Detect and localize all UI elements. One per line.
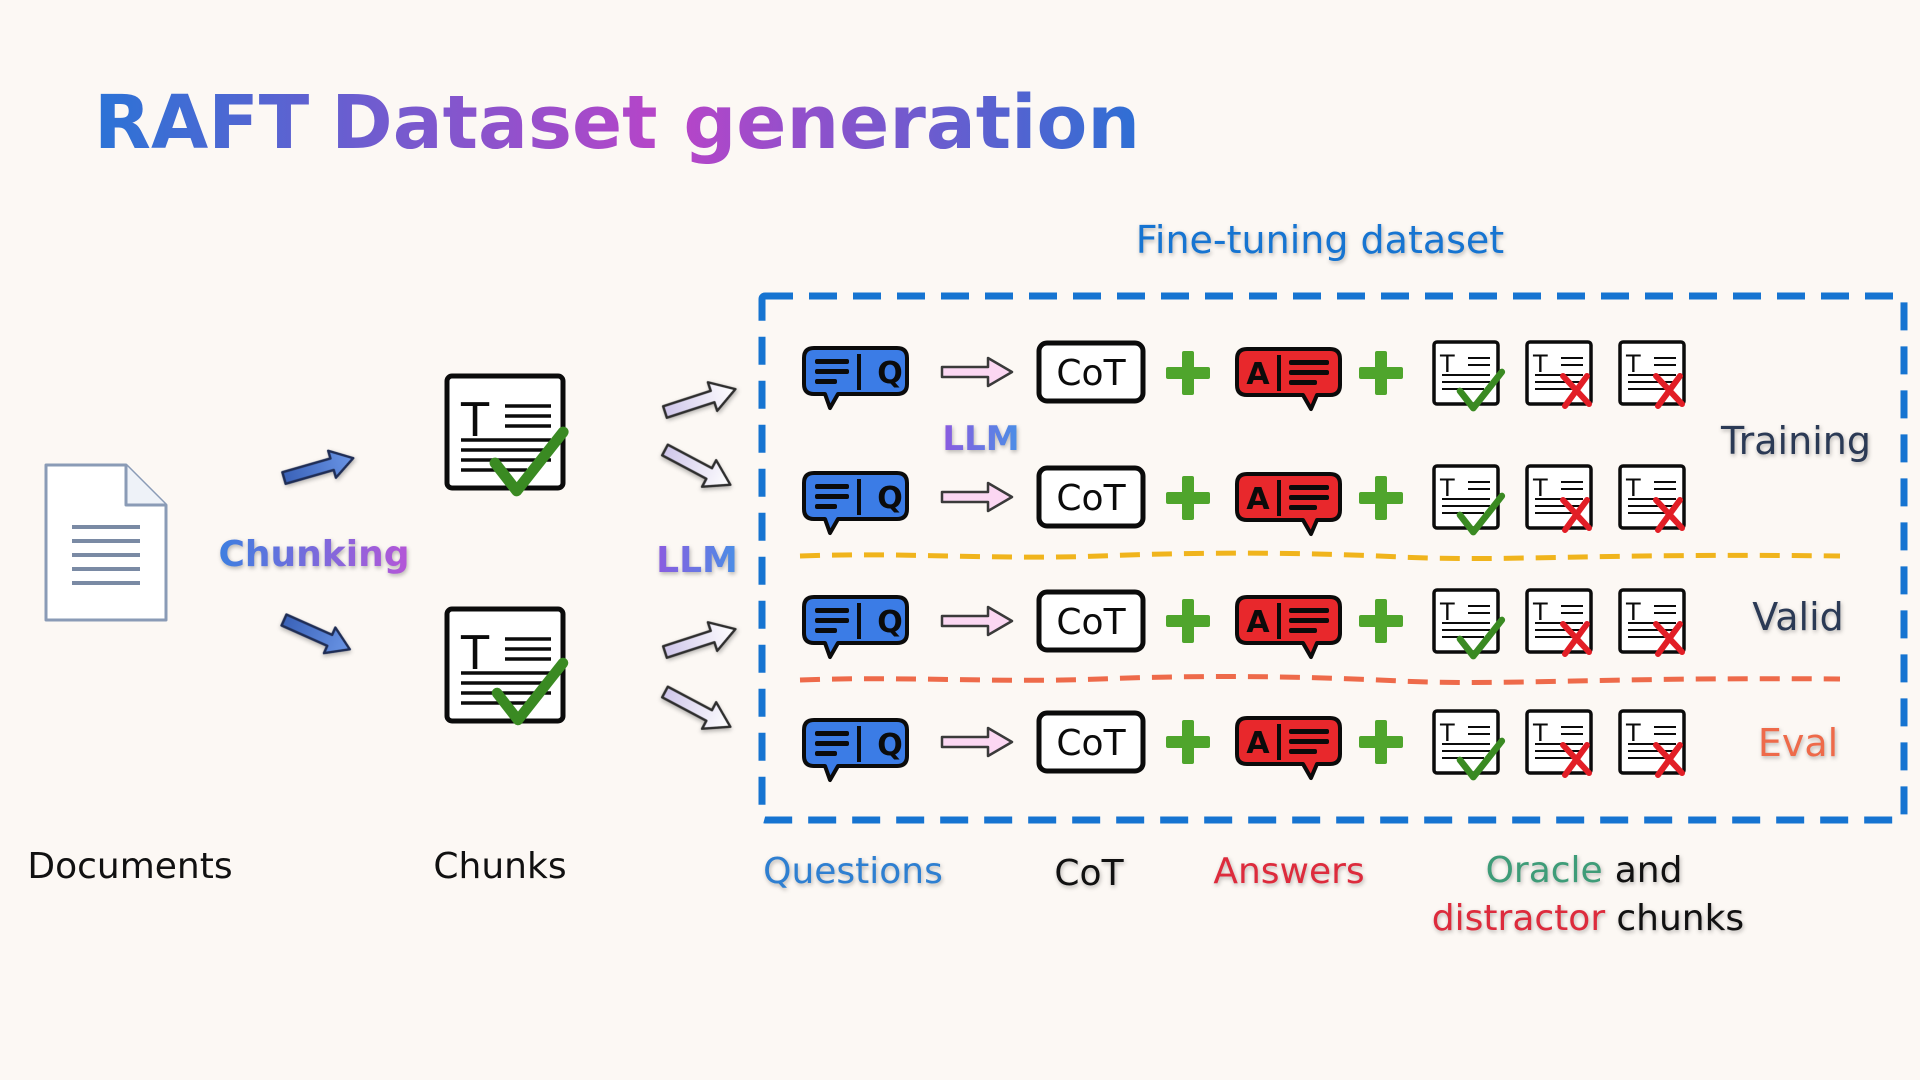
dataset-row-3: Q CoT A T T T (802, 588, 1686, 657)
oracle-word: Oracle (1486, 850, 1603, 891)
svg-text:A: A (1246, 605, 1270, 640)
plus-icon (1166, 476, 1210, 520)
llm-arrow-3-icon (659, 613, 742, 668)
documents-caption: Documents (27, 846, 232, 887)
llm-arrow-2-icon (656, 435, 739, 500)
document-icon (44, 463, 168, 622)
plus-icon (1359, 476, 1403, 520)
and-word: and (1615, 850, 1683, 891)
oracle-caption: Oracle and (1486, 850, 1683, 891)
svg-text:A: A (1246, 482, 1270, 517)
oracle-chunk-icon: T (1432, 709, 1502, 777)
chunk-doc-icon-top: T (447, 376, 563, 491)
plus-icon (1166, 599, 1210, 643)
svg-text:T: T (1625, 350, 1641, 378)
svg-text:T: T (1532, 719, 1548, 747)
svg-text:T: T (1532, 598, 1548, 626)
svg-text:T: T (1625, 598, 1641, 626)
distractor-chunk-icon: T (1618, 709, 1686, 775)
distractor-chunk-icon: T (1525, 340, 1593, 406)
valid-label: Valid (1752, 595, 1844, 639)
arrow-right-icon (940, 481, 1014, 513)
plus-icon (1359, 599, 1403, 643)
llm-center-label: LLM (656, 540, 738, 581)
llm-arrow-4-icon (656, 677, 739, 742)
distractor-chunk-icon: T (1618, 588, 1686, 654)
dataset-frame (758, 292, 1908, 824)
cot-caption: CoT (1054, 853, 1124, 894)
dataset-row-1: Q CoT A T T T (802, 340, 1686, 409)
svg-text:T: T (460, 626, 490, 680)
arrow-right-icon (940, 356, 1014, 388)
llm-arrow-1-icon (659, 373, 742, 428)
questions-caption: Questions (763, 851, 943, 892)
svg-text:Q: Q (877, 356, 903, 391)
svg-text:Q: Q (877, 605, 903, 640)
dataset-row-2: Q CoT A T T T (802, 464, 1686, 536)
distractor-chunk-icon: T (1525, 588, 1593, 654)
chunk-doc-icon-bottom: T (447, 609, 563, 721)
plus-icon (1359, 351, 1403, 395)
svg-text:A: A (1246, 726, 1270, 761)
svg-text:A: A (1246, 357, 1270, 392)
distractor-chunk-icon: T (1525, 464, 1593, 530)
svg-text:T: T (1625, 719, 1641, 747)
arrow-right-icon (940, 726, 1014, 758)
distractor-chunk-icon: T (1525, 709, 1593, 775)
svg-text:T: T (1439, 598, 1455, 626)
valid-separator (799, 550, 1841, 562)
chunking-arrow-up-icon (278, 443, 359, 493)
oracle-chunk-icon: T (1432, 340, 1502, 408)
svg-text:Q: Q (877, 728, 903, 763)
svg-text:T: T (460, 393, 490, 447)
distractor-chunk-icon: T (1618, 464, 1686, 530)
svg-text:T: T (1532, 350, 1548, 378)
svg-text:Q: Q (877, 481, 903, 516)
distractor-chunk-icon: T (1618, 340, 1686, 406)
svg-text:CoT: CoT (1056, 353, 1126, 394)
oracle-chunk-icon: T (1432, 588, 1502, 656)
svg-text:CoT: CoT (1056, 602, 1126, 643)
answers-caption: Answers (1213, 851, 1364, 892)
svg-text:CoT: CoT (1056, 723, 1126, 764)
plus-icon (1166, 351, 1210, 395)
eval-label: Eval (1758, 721, 1838, 765)
oracle-chunk-icon: T (1432, 464, 1502, 532)
fine-tuning-label: Fine-tuning dataset (1136, 218, 1504, 262)
svg-text:T: T (1532, 474, 1548, 502)
plus-icon (1359, 720, 1403, 764)
svg-text:T: T (1439, 474, 1455, 502)
training-label: Training (1720, 419, 1871, 463)
svg-text:T: T (1625, 474, 1641, 502)
eval-separator (799, 674, 1841, 686)
svg-text:T: T (1439, 350, 1455, 378)
title-part-1: RAFT (94, 80, 310, 166)
arrow-right-icon (940, 605, 1014, 637)
svg-text:CoT: CoT (1056, 478, 1126, 519)
chunks-caption: Chunks (433, 846, 566, 887)
dataset-row-4: Q CoT A T T T (802, 709, 1686, 782)
chunks-word: chunks (1616, 898, 1744, 939)
distractor-word: distractor (1432, 898, 1606, 939)
llm-row-label: LLM (942, 419, 1019, 459)
plus-icon (1166, 720, 1210, 764)
chunking-label: Chunking (219, 534, 410, 575)
svg-text:T: T (1439, 719, 1455, 747)
chunking-arrow-down-icon (277, 605, 357, 664)
title-part-2: Dataset generation (331, 80, 1140, 166)
